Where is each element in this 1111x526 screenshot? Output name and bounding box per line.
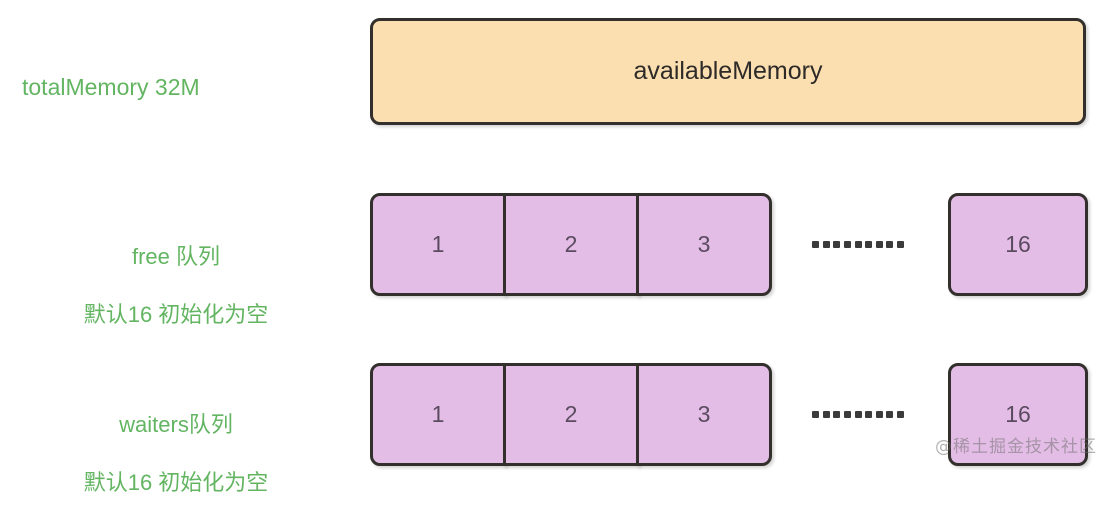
waiters-queue-cell-16[interactable]: 16	[948, 363, 1088, 466]
free-queue-cell-3[interactable]: 3	[636, 193, 772, 296]
free-queue-cell-2[interactable]: 2	[503, 193, 639, 296]
dot	[833, 241, 841, 248]
label-total-memory-text: totalMemory 32M	[22, 74, 200, 101]
dot	[897, 241, 904, 248]
dot	[854, 411, 862, 418]
label-waiters-queue-line2: 默认16 初始化为空	[83, 470, 269, 496]
watermark: @稀土掘金技术社区	[935, 437, 1097, 457]
dot	[822, 411, 830, 418]
available-memory-label: availableMemory	[633, 57, 823, 85]
waiters-queue-cell-1[interactable]: 1	[370, 363, 506, 466]
available-memory-bar[interactable]: availableMemory	[370, 18, 1086, 125]
waiters-queue-cell-3[interactable]: 3	[636, 363, 772, 466]
dot	[875, 411, 883, 418]
free-queue-ellipsis-dots	[812, 235, 904, 254]
dot	[812, 411, 819, 418]
dot	[833, 411, 841, 418]
label-waiters-queue-line1: waiters队列	[119, 412, 233, 438]
dot	[843, 411, 851, 418]
label-total-memory: totalMemory 32M	[0, 42, 322, 133]
waiters-queue-ellipsis-dots	[812, 405, 904, 424]
waiters-queue-cell-group: 1 2 3	[370, 363, 772, 466]
free-queue-cell-1[interactable]: 1	[370, 193, 506, 296]
dot	[812, 241, 819, 248]
dot	[897, 411, 904, 418]
free-queue-cell-16[interactable]: 16	[948, 193, 1088, 296]
label-free-queue-line1: free 队列	[131, 244, 221, 270]
free-queue-cell-group: 1 2 3	[370, 193, 772, 296]
label-waiters-queue: waiters队列 默认16 初始化为空	[0, 381, 352, 526]
label-free-queue-line2: 默认16 初始化为空	[83, 302, 269, 328]
waiters-queue-cell-2[interactable]: 2	[503, 363, 639, 466]
diagram-canvas: totalMemory 32M availableMemory free 队列 …	[0, 18, 1097, 495]
dot	[886, 411, 894, 418]
dot	[875, 241, 883, 248]
dot	[822, 241, 830, 248]
dot	[843, 241, 851, 248]
dot	[865, 241, 873, 248]
dot	[854, 241, 862, 248]
label-free-queue: free 队列 默认16 初始化为空	[0, 213, 352, 358]
dot	[865, 411, 873, 418]
dot	[886, 241, 894, 248]
